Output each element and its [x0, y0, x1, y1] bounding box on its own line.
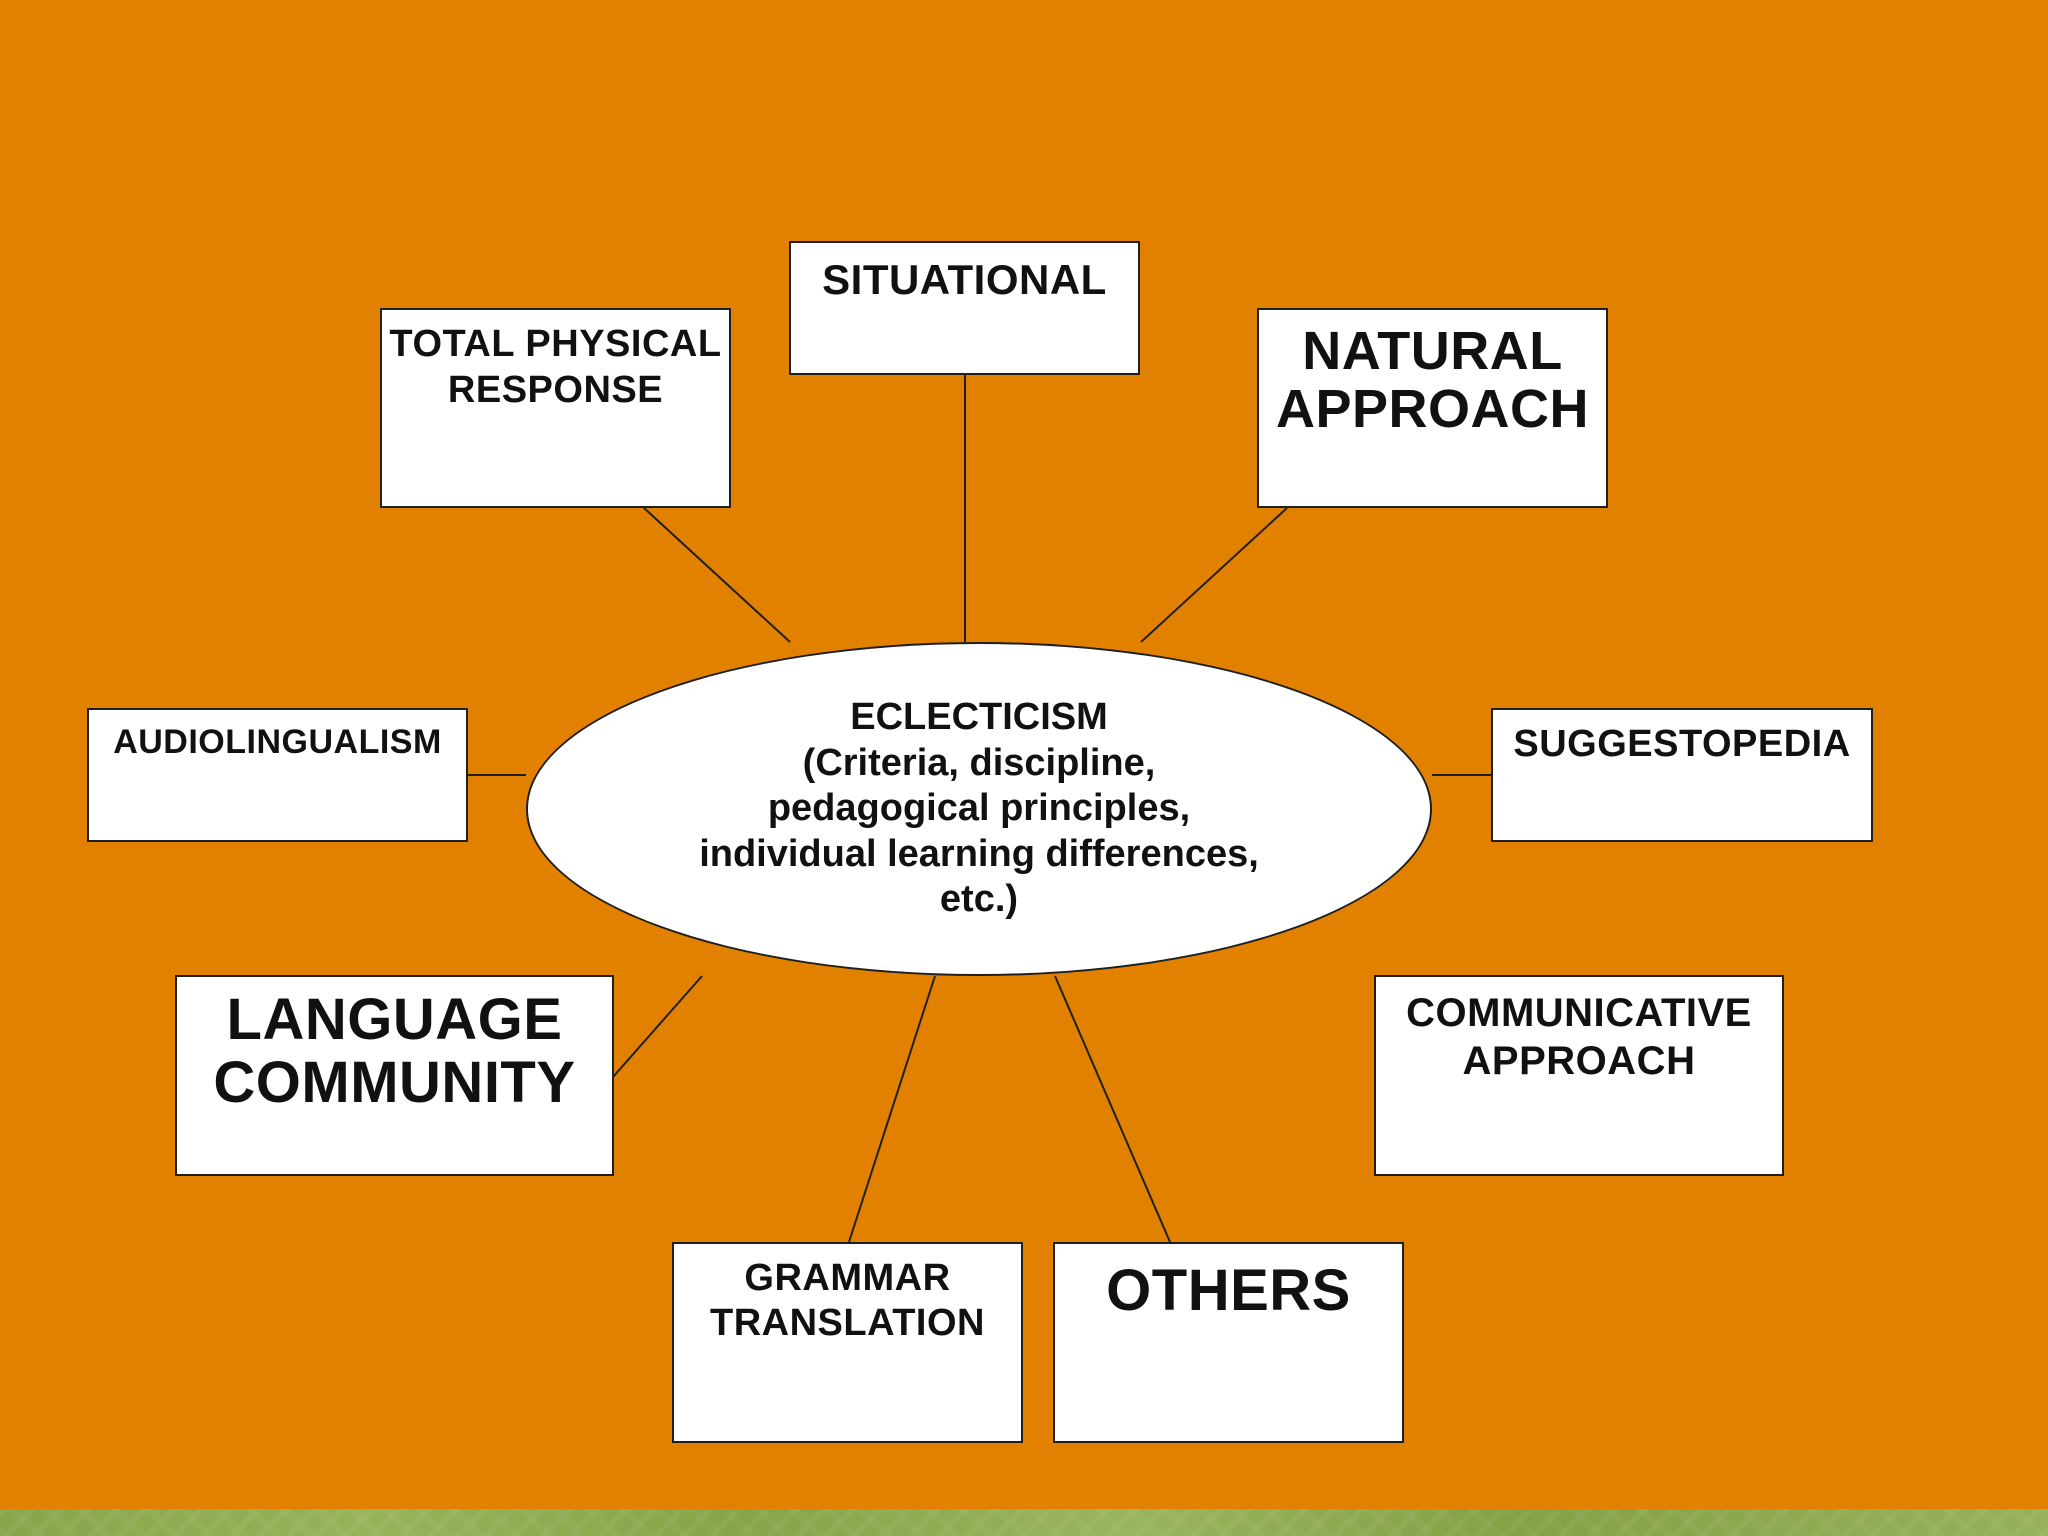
- others-box: OTHERS: [1053, 1242, 1404, 1443]
- eclecticism-center-node: ECLECTICISM (Criteria, discipline, pedag…: [526, 642, 1432, 976]
- connector-language-community: [612, 975, 703, 1078]
- others-label: OTHERS: [1106, 1258, 1351, 1323]
- connector-grammar-translation: [848, 975, 936, 1243]
- connector-total-physical-response: [643, 507, 791, 643]
- footer-pattern: [0, 1509, 2048, 1536]
- audiolingualism-box: AUDIOLINGUALISM: [87, 708, 468, 842]
- footer-band: [0, 1509, 2048, 1536]
- eclecticism-center-text: ECLECTICISM (Criteria, discipline, pedag…: [619, 695, 1339, 923]
- language-community-box: LANGUAGE COMMUNITY: [175, 975, 614, 1176]
- communicative-approach-label: COMMUNICATIVE APPROACH: [1406, 991, 1752, 1083]
- connector-others: [1054, 975, 1171, 1243]
- natural-approach-label: NATURAL APPROACH: [1275, 321, 1590, 440]
- suggestopedia-label: SUGGESTOPEDIA: [1513, 723, 1851, 765]
- grammar-translation-box: GRAMMAR TRANSLATION: [672, 1242, 1023, 1443]
- eclecticism-subtitle: (Criteria, discipline, pedagogical princ…: [699, 741, 1259, 921]
- situational-box: SITUATIONAL: [789, 241, 1140, 375]
- situational-label: SITUATIONAL: [822, 256, 1107, 303]
- eclecticism-title: ECLECTICISM: [850, 696, 1108, 739]
- suggestopedia-box: SUGGESTOPEDIA: [1491, 708, 1873, 842]
- language-community-label: LANGUAGE COMMUNITY: [213, 987, 576, 1115]
- grammar-translation-label: GRAMMAR TRANSLATION: [710, 1257, 985, 1344]
- total-physical-response-box: TOTAL PHYSICAL RESPONSE: [380, 308, 731, 508]
- communicative-approach-box: COMMUNICATIVE APPROACH: [1374, 975, 1784, 1176]
- total-physical-response-label: TOTAL PHYSICAL RESPONSE: [389, 323, 722, 411]
- connector-natural-approach: [1140, 507, 1288, 643]
- audiolingualism-label: AUDIOLINGUALISM: [113, 723, 442, 761]
- natural-approach-box: NATURAL APPROACH: [1257, 308, 1608, 508]
